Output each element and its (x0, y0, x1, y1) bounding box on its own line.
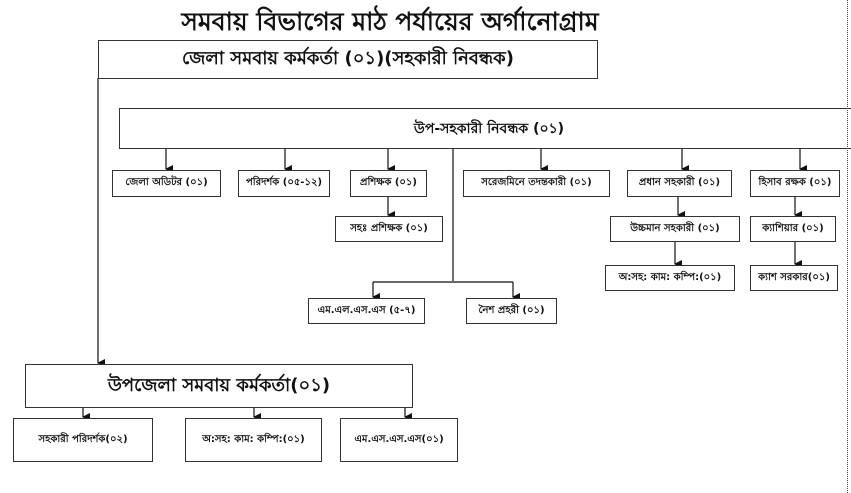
deputy-assistant-registrar-box: উপ-সহকারী নিবন্ধক (০১) (119, 108, 851, 149)
night-guard-box: নৈশ প্রহরী (০১) (466, 298, 557, 324)
cash-sarkar-box: ক্যাশ সরকার(০১) (750, 265, 838, 291)
upper-division-assistant-box: উচ্চমান সহকারী (০১) (610, 216, 740, 242)
inspector-box: পরিদর্শক (০৫-১২) (238, 170, 330, 197)
upazila-mlss-box: এম.এস.এস.এস(০১) (340, 418, 458, 462)
upazila-office-assistant-box: অ:সহ: কাম: কম্পি:(০১) (185, 418, 322, 462)
mlss-box: এম.এল.এস.এস (৫-৭) (308, 298, 425, 324)
assistant-inspector-box: সহকারী পরিদর্শক(০২) (13, 418, 153, 462)
district-auditor-box: জেলা অডিটর (০১) (112, 170, 221, 197)
accountant-box: হিসাব রক্ষক (০১) (750, 170, 840, 197)
trainer-box: প্রশিক্ষক (০১) (350, 170, 427, 197)
diagram-title: সমবায় বিভাগের মাঠ পর্যায়ের অর্গানোগ্রা… (181, 7, 599, 36)
upazila-cooperative-officer-box: উপজেলা সমবায় কর্মকর্তা(০১) (25, 364, 413, 408)
cashier-box: ক্যাশিয়ার (০১) (750, 216, 836, 242)
page-edge-divider (847, 0, 848, 493)
field-investigator-box: সরেজমিনে তদন্তকারী (০১) (463, 170, 610, 197)
office-assistant-computer-box: অ:সহ: কাম: কম্পি:(০১) (605, 265, 735, 291)
head-assistant-box: প্রধান সহকারী (০১) (627, 170, 732, 197)
district-cooperative-officer-box: জেলা সমবায় কর্মকর্তা (০১)(সহকারী নিবন্ধ… (98, 40, 598, 79)
assistant-trainer-box: সহঃ প্রশিক্ষক (০১) (335, 216, 443, 242)
